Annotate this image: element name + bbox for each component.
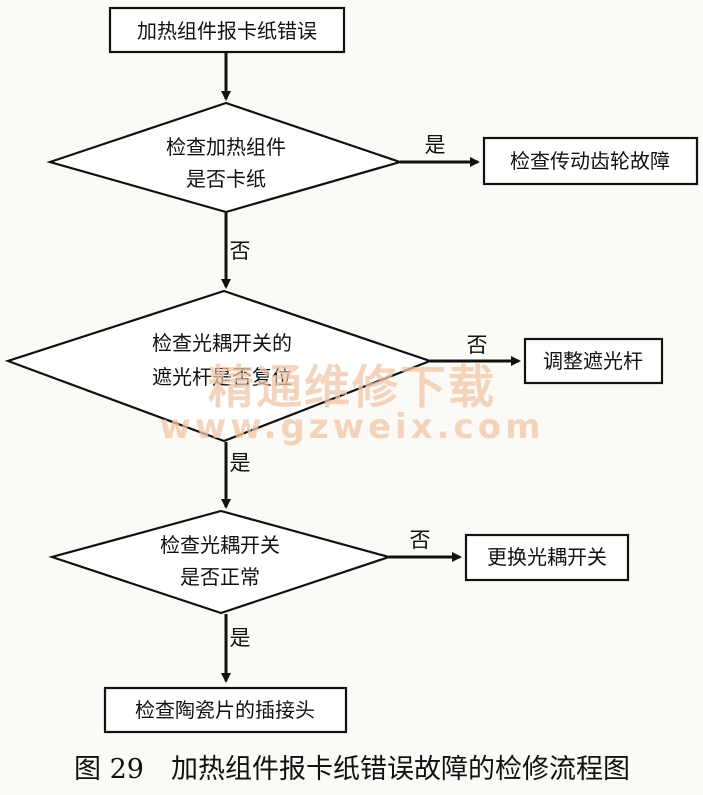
decision-2-line-2: 遮光杆是否复位 [152, 365, 292, 389]
result-3-box [464, 533, 630, 582]
decision-2 [4, 289, 434, 443]
decision-3-line-1: 检查光耦开关 [160, 533, 280, 557]
result-1-box [482, 136, 699, 186]
decision-2-line-1: 检查光耦开关的 [152, 331, 292, 355]
end-box [103, 686, 348, 734]
decision-1-no-label: 否 [230, 239, 251, 263]
connectors [221, 52, 521, 683]
end-label: 检查陶瓷片的插接头 [135, 698, 315, 722]
watermark-url: www.gzweix.com [159, 407, 544, 447]
figure-caption: 图 29 加热组件报卡纸错误故障的检修流程图 [74, 754, 630, 785]
decision-2-no-label: 否 [467, 333, 488, 357]
decision-3-no-label: 否 [410, 528, 431, 552]
decision-3-yes-label: 是 [230, 626, 251, 650]
decision-1-line-2: 是否卡纸 [186, 167, 266, 191]
decision-3 [48, 509, 393, 615]
decision-2-yes-label: 是 [230, 451, 251, 475]
result-3-label: 更换光耦开关 [487, 545, 607, 569]
decision-1 [46, 101, 404, 214]
result-1-label: 检查传动齿轮故障 [510, 149, 670, 173]
decision-3-line-2: 是否正常 [180, 565, 260, 589]
start-box [108, 6, 346, 54]
decision-1-yes-label: 是 [425, 133, 446, 157]
result-2-label: 调整遮光杆 [543, 349, 643, 373]
watermark-title: 精通维修下载 [208, 360, 496, 414]
decision-1-line-1: 检查加热组件 [166, 135, 286, 159]
start-label: 加热组件报卡纸错误 [137, 19, 317, 43]
result-2-box [523, 337, 664, 385]
